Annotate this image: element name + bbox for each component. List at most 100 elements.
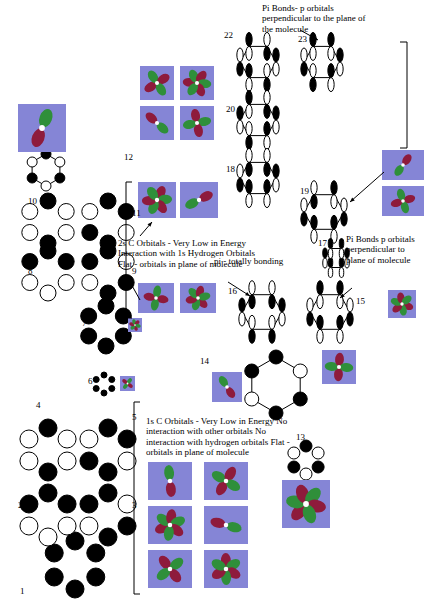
atomic-orbital xyxy=(100,193,116,209)
atomic-orbital xyxy=(87,544,105,562)
orbital-number: 22 xyxy=(224,30,233,40)
orbital-lobe-render xyxy=(154,81,169,97)
p-orbital-lobe xyxy=(301,198,307,212)
p-orbital-lobe xyxy=(246,194,252,208)
atomic-orbital xyxy=(81,328,97,344)
p-orbital-lobe xyxy=(331,195,337,209)
p-orbital-lobe xyxy=(264,122,270,136)
p-orbital-lobe xyxy=(307,312,313,326)
p-orbital-lobe xyxy=(328,258,333,268)
p-orbital-lobe xyxy=(264,46,270,60)
atomic-orbital xyxy=(118,517,136,535)
p-orbital-lobe xyxy=(249,295,255,309)
p-orbital-lobe xyxy=(317,295,323,309)
orbital-number: 5 xyxy=(132,412,137,422)
atomic-orbital xyxy=(20,517,38,535)
p-orbital-lobe xyxy=(339,258,344,268)
orbital-render xyxy=(382,186,424,216)
atomic-orbital xyxy=(100,235,116,251)
hexagon-ring xyxy=(304,46,340,77)
p-orbital-lobe xyxy=(246,46,252,60)
atomic-orbital xyxy=(40,285,56,301)
atomic-orbital xyxy=(99,419,117,437)
orbital-render xyxy=(138,182,176,218)
hexagon-ring xyxy=(310,295,350,330)
orbital-lobe-render xyxy=(152,285,162,298)
orbital-lobe-render xyxy=(155,120,171,136)
p-orbital-lobe xyxy=(269,295,275,309)
p-orbital-lobe xyxy=(264,64,270,78)
orbital-render xyxy=(140,66,174,100)
orbital-lobe-render xyxy=(29,127,48,149)
p-orbital-lobe xyxy=(249,329,255,343)
hexagon-ring xyxy=(240,162,276,193)
atom-dot xyxy=(168,567,173,572)
p-orbital-lobe xyxy=(279,298,285,312)
atomic-orbital xyxy=(39,463,57,481)
orbital-render xyxy=(138,283,174,313)
orbital-render xyxy=(140,106,174,140)
atomic-orbital xyxy=(45,544,63,562)
atom-dot xyxy=(155,121,159,125)
orbital-lobe-render xyxy=(126,377,133,384)
orbital-number: 7 xyxy=(82,318,87,328)
orbital-lobe-render xyxy=(163,465,174,481)
atomic-orbital xyxy=(245,392,259,406)
atomic-orbital xyxy=(55,173,65,183)
p-orbital-lobe xyxy=(301,48,307,62)
hexagon-ring xyxy=(304,195,344,230)
atomic-orbital xyxy=(66,580,84,598)
orbital-lobe-render xyxy=(300,503,318,525)
p-orbital-lobe xyxy=(337,329,343,343)
atom-dot xyxy=(337,365,341,369)
p-orbital-lobe xyxy=(347,298,353,312)
orbital-number: 8 xyxy=(28,266,33,276)
orbital-render xyxy=(120,376,135,391)
orbital-lobe-render xyxy=(165,481,176,497)
atom-dot xyxy=(195,121,199,125)
p-orbital-lobe xyxy=(323,248,328,258)
atomic-orbital xyxy=(58,517,76,535)
orbital-lobe-render xyxy=(167,567,184,585)
p-orbital-lobe xyxy=(301,62,307,76)
orbital-number: 18 xyxy=(226,164,235,174)
p-orbital-lobe xyxy=(246,78,252,92)
atomic-orbital xyxy=(58,225,74,241)
orbital-render xyxy=(322,350,356,384)
p-orbital-lobe xyxy=(311,195,317,209)
annotation: pi - totally bonding xyxy=(214,256,284,266)
annotation: Pi Bonds p orbitals perpendicular to pla… xyxy=(346,234,426,265)
atomic-orbital xyxy=(87,568,105,586)
atom-dot xyxy=(224,567,229,572)
atomic-orbital xyxy=(101,390,107,396)
orbital-lobe-render xyxy=(185,81,200,97)
p-orbital-lobe xyxy=(239,312,245,326)
p-orbital-lobe xyxy=(246,162,252,176)
atomic-orbital xyxy=(80,495,98,513)
p-orbital-lobe xyxy=(237,164,243,178)
orbital-number: 16 xyxy=(228,286,237,296)
p-orbital-lobe xyxy=(246,64,252,78)
orbital-number: 20 xyxy=(226,104,235,114)
orbital-lobe-render xyxy=(225,520,242,533)
orbital-lobe-render xyxy=(400,153,413,167)
atomic-orbital xyxy=(312,461,324,473)
leader-arrow xyxy=(340,288,352,298)
orbital-lobe-render xyxy=(154,566,172,583)
atom-dot xyxy=(401,199,405,203)
atomic-orbital xyxy=(293,392,307,406)
p-orbital-lobe xyxy=(239,298,245,312)
atomic-orbital xyxy=(93,377,99,383)
p-orbital-lobe xyxy=(246,136,252,150)
p-orbital-lobe xyxy=(264,136,270,150)
orbital-lobe-render xyxy=(183,196,200,211)
bracket xyxy=(134,402,140,594)
leader-arrow xyxy=(130,282,140,300)
hexagon-ring xyxy=(325,249,347,268)
atomic-orbital xyxy=(100,285,116,301)
orbital-lobe-render xyxy=(339,363,353,373)
p-orbital-lobe xyxy=(328,78,334,92)
atomic-orbital xyxy=(99,528,117,546)
p-orbital-lobe xyxy=(237,178,243,192)
hexagon-ring xyxy=(252,357,300,413)
